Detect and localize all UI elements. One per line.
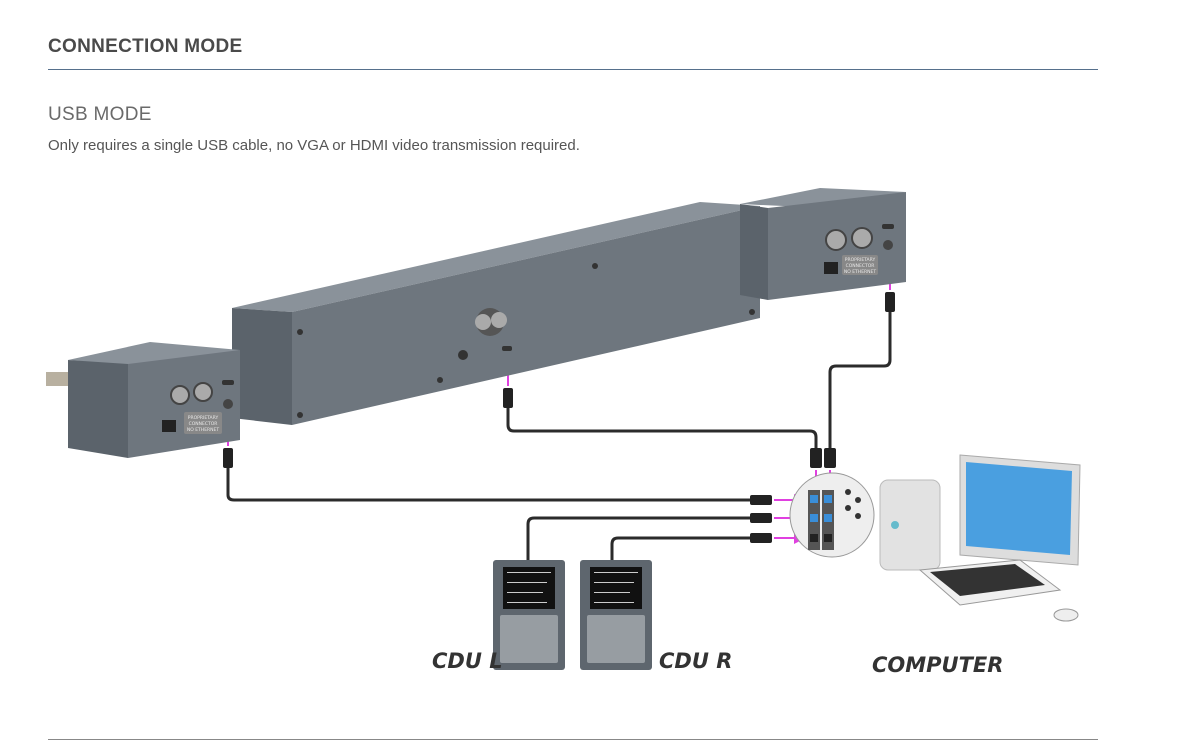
badge-text: CONNECTOR — [189, 421, 218, 427]
bottom-divider — [48, 739, 1098, 740]
badge-text: CONNECTOR — [846, 263, 875, 269]
computer-usb-ports — [789, 472, 875, 558]
badge-text: PROPRIETARY — [188, 415, 219, 421]
section-title: CONNECTION MODE — [48, 36, 243, 57]
mode-description: Only requires a single USB cable, no VGA… — [48, 137, 580, 154]
right-efis-unit: PROPRIETARY CONNECTOR NO ETHERNET — [740, 188, 906, 300]
badge-text: NO ETHERNET — [187, 427, 219, 433]
computer-label: COMPUTER — [872, 653, 1003, 677]
usb-plugs — [223, 292, 895, 543]
cdu-left-label: CDU L — [432, 649, 503, 673]
badge-text: PROPRIETARY — [845, 257, 876, 263]
left-efis-unit: PROPRIETARY CONNECTOR NO ETHERNET — [46, 342, 240, 458]
mode-title: USB MODE — [48, 104, 152, 125]
section-divider — [48, 69, 1098, 70]
cdu-right — [580, 560, 652, 670]
cdu-right-label: CDU R — [659, 649, 732, 673]
badge-text: NO ETHERNET — [844, 269, 876, 275]
mcp-main-unit — [232, 202, 760, 425]
computer-icon — [879, 454, 1081, 622]
cdu-left — [493, 560, 565, 670]
usb-cables — [226, 310, 892, 560]
